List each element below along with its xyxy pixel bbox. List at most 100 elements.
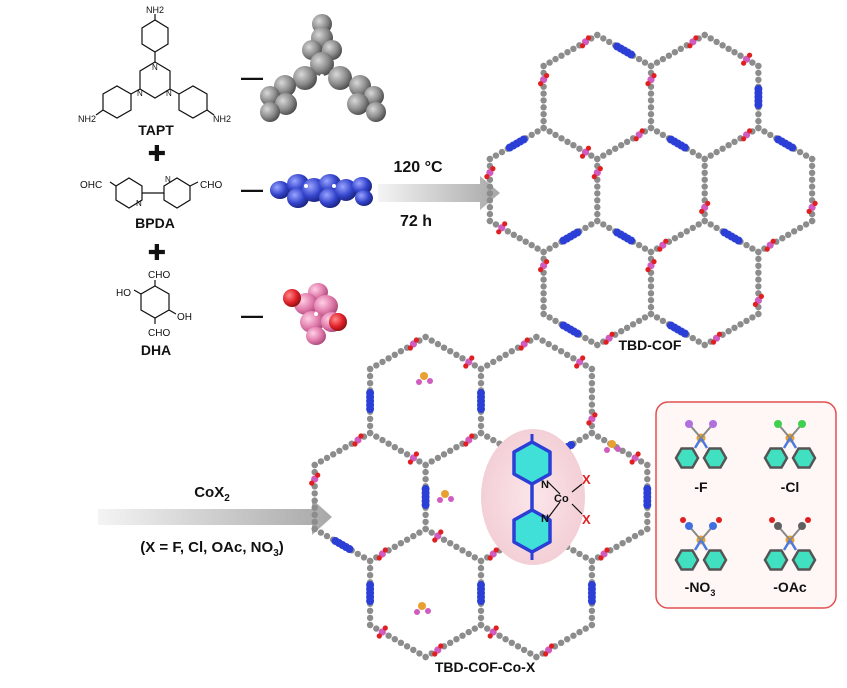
framework-edge bbox=[701, 124, 762, 163]
framework-edge bbox=[647, 31, 708, 70]
framework-edge bbox=[421, 461, 430, 533]
center-x2: X bbox=[582, 512, 591, 527]
framework-edge bbox=[701, 31, 762, 70]
framework-edge bbox=[594, 217, 655, 256]
framework-edge bbox=[477, 333, 540, 373]
framework-edge bbox=[806, 155, 818, 225]
bpda-group-left: OHC bbox=[80, 180, 102, 191]
framework-edge bbox=[643, 461, 652, 533]
framework-edge bbox=[486, 124, 547, 163]
bpda-ring-n2: N bbox=[165, 175, 171, 184]
framework-edge bbox=[752, 248, 765, 318]
tbd-cof-co-label: TBD-COF-Co-X bbox=[435, 659, 536, 675]
tbd-cof-framework bbox=[484, 31, 818, 349]
framework-edge bbox=[477, 365, 485, 437]
reaction2-conditions: (X = F, Cl, OAc, NO3) bbox=[140, 539, 284, 559]
framework-edge bbox=[647, 217, 708, 256]
tapt-ring-n2: N bbox=[137, 89, 143, 98]
framework-edge bbox=[477, 557, 485, 629]
framework-edge bbox=[366, 333, 429, 373]
bpda-group-right: CHO bbox=[200, 180, 222, 191]
bpda-ring-n1: N bbox=[136, 199, 142, 208]
framework-edge bbox=[591, 155, 603, 225]
framework-edge bbox=[538, 248, 550, 318]
framework-edge bbox=[311, 525, 374, 565]
framework-edge bbox=[647, 124, 708, 163]
framework-edge bbox=[645, 62, 657, 132]
tapt-ring-n1: N bbox=[152, 63, 158, 72]
framework-edge bbox=[588, 525, 651, 565]
framework-edge bbox=[366, 621, 429, 661]
framework-edge bbox=[754, 62, 763, 132]
framework-edge bbox=[755, 124, 816, 163]
framework-edge bbox=[366, 365, 375, 437]
center-n1: N bbox=[541, 479, 549, 491]
framework-edge bbox=[755, 217, 816, 256]
tbd-cof-label: TBD-COF bbox=[619, 337, 682, 353]
plus-sign-2: ✚ bbox=[148, 240, 166, 265]
framework-edge bbox=[486, 217, 547, 256]
co-coordination-center bbox=[481, 429, 585, 565]
framework-edge bbox=[701, 217, 762, 256]
ligand-mini-structure bbox=[674, 420, 728, 469]
dha-structure bbox=[133, 280, 177, 324]
framework-edge bbox=[594, 31, 655, 70]
ligand-mini-structure bbox=[763, 517, 817, 571]
dha-group-right: OH bbox=[177, 312, 192, 323]
framework-edge bbox=[422, 429, 485, 469]
bpda-model bbox=[270, 174, 373, 208]
framework-edge bbox=[540, 217, 601, 256]
tapt-group-left: NH2 bbox=[78, 114, 96, 124]
framework-edge bbox=[540, 31, 601, 70]
ligand-panel bbox=[655, 401, 837, 609]
cobalt-site bbox=[416, 372, 433, 385]
framework-edge bbox=[538, 62, 550, 132]
plus-sign-1: ✚ bbox=[148, 141, 166, 166]
tapt-ring-n3: N bbox=[166, 89, 172, 98]
tbd-cof-co-framework bbox=[309, 333, 652, 661]
center-n2: N bbox=[541, 513, 549, 525]
reaction-arrow-1 bbox=[378, 176, 500, 210]
reaction2-reagent: CoX2 bbox=[194, 484, 230, 504]
framework-edge bbox=[477, 621, 540, 661]
ligand-panel-items bbox=[674, 420, 817, 571]
framework-edge bbox=[366, 557, 375, 629]
tapt-label: TAPT bbox=[138, 122, 174, 138]
framework-edge bbox=[699, 155, 711, 225]
dha-group-bottom: CHO bbox=[148, 328, 170, 339]
framework-edge bbox=[366, 525, 429, 565]
cobalt-site bbox=[437, 490, 454, 503]
dha-group-top: CHO bbox=[148, 270, 170, 281]
framework-edge bbox=[586, 365, 598, 437]
cobalt-site bbox=[604, 440, 621, 453]
reaction1-time: 72 h bbox=[400, 213, 432, 230]
ligand-mini-structure bbox=[674, 517, 728, 571]
bpda-dash: — bbox=[241, 177, 263, 202]
tapt-model bbox=[260, 14, 386, 122]
dha-dash: — bbox=[241, 303, 263, 328]
framework-edge bbox=[587, 557, 596, 629]
framework-edge bbox=[701, 310, 762, 349]
ligand-label-cl: -Cl bbox=[781, 479, 800, 495]
ligand-mini-structure bbox=[763, 420, 817, 469]
framework-edge bbox=[594, 124, 655, 163]
dha-model bbox=[283, 283, 347, 345]
reaction1-temperature: 120 °C bbox=[393, 159, 443, 176]
framework-edge bbox=[422, 333, 485, 373]
framework-edge bbox=[311, 429, 374, 469]
framework-edge bbox=[540, 124, 601, 163]
ligand-label-oac: -OAc bbox=[773, 579, 807, 595]
framework-edge bbox=[366, 429, 429, 469]
cobalt-site bbox=[414, 602, 431, 615]
bpda-label: BPDA bbox=[135, 215, 175, 231]
framework-edge bbox=[422, 525, 485, 565]
reaction-arrow-2 bbox=[98, 499, 332, 535]
framework-edge bbox=[645, 248, 657, 318]
center-x1: X bbox=[582, 472, 591, 487]
framework-edge bbox=[422, 621, 485, 661]
ligand-label-f: -F bbox=[694, 479, 708, 495]
tapt-group-top: NH2 bbox=[146, 5, 164, 15]
bpda-structure bbox=[109, 177, 199, 209]
tapt-group-right: NH2 bbox=[213, 114, 231, 124]
